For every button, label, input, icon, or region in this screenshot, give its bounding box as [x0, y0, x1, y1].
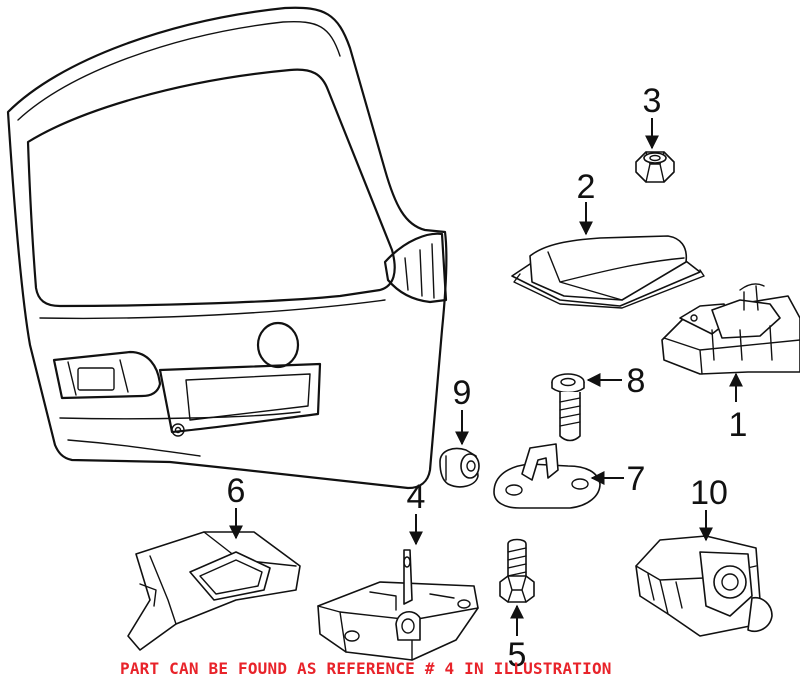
part-2-handle-cover	[511, 235, 705, 309]
part-8-bolt	[551, 373, 585, 442]
callout-labels: 3 2 1 8 9 7 6 4 5 10	[227, 82, 748, 674]
part-10-camera	[635, 535, 773, 637]
callout-7: 7	[627, 460, 646, 498]
callout-4: 4	[407, 478, 426, 516]
callout-2: 2	[577, 168, 596, 206]
callout-6: 6	[227, 472, 246, 510]
callout-arrows	[229, 118, 743, 636]
part-6-trim	[127, 531, 301, 651]
reference-caption: PART CAN BE FOUND AS REFERENCE # 4 IN IL…	[120, 659, 612, 678]
part-3-nut	[635, 151, 675, 183]
part-7-striker	[493, 443, 601, 509]
part-5-bolt	[499, 538, 535, 603]
callout-1: 1	[729, 406, 748, 444]
callout-9: 9	[453, 374, 472, 412]
callout-10: 10	[690, 474, 728, 512]
callout-3: 3	[643, 82, 662, 120]
tailgate-illustration	[6, 6, 448, 490]
part-9-stop	[439, 447, 480, 488]
part-4-latch	[317, 549, 479, 661]
part-1-switch	[661, 283, 800, 375]
callout-8: 8	[627, 362, 646, 400]
callout-5: 5	[508, 636, 527, 674]
